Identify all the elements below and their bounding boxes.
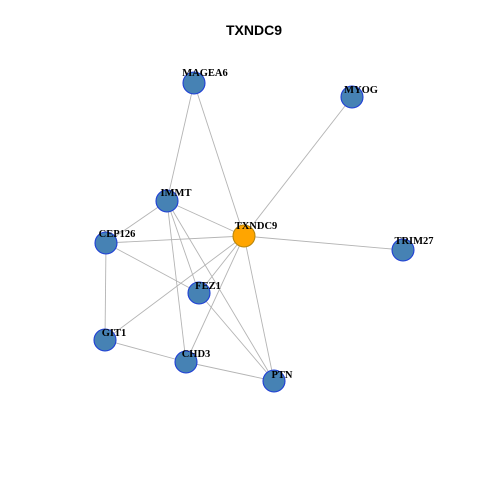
edge-chd3-ptn	[185, 361, 275, 382]
edge-txndc9-magea6	[193, 82, 245, 237]
edge-txndc9-trim27	[243, 235, 404, 251]
edge-immt-chd3	[166, 200, 187, 363]
edge-txndc9-chd3	[185, 235, 245, 363]
node-magea6[interactable]	[182, 71, 206, 95]
edge-cep126-fez1	[105, 242, 200, 294]
edge-git1-chd3	[104, 339, 187, 363]
node-trim27[interactable]	[391, 238, 415, 262]
node-git1[interactable]	[93, 328, 117, 352]
edge-cep126-git1	[104, 242, 107, 341]
edge-txndc9-ptn	[243, 235, 275, 382]
node-cep126[interactable]	[94, 231, 118, 255]
node-ptn[interactable]	[262, 369, 286, 393]
edge-magea6-immt	[166, 82, 195, 202]
node-fez1[interactable]	[187, 281, 211, 305]
edge-fez1-ptn	[198, 292, 275, 382]
node-label-chd3: CHD3	[182, 349, 211, 360]
node-label-git1: GIT1	[102, 328, 127, 339]
node-myog[interactable]	[340, 85, 364, 109]
edge-txndc9-myog	[243, 96, 353, 237]
node-label-myog: MYOG	[344, 85, 378, 96]
node-label-fez1: FEZ1	[195, 281, 221, 292]
edge-txndc9-git1	[104, 235, 245, 341]
edge-txndc9-immt	[166, 200, 245, 237]
edge-txndc9-fez1	[198, 235, 245, 294]
node-label-immt: IMMT	[161, 188, 192, 199]
edge-txndc9-cep126	[105, 235, 245, 244]
node-immt[interactable]	[155, 189, 179, 213]
node-txndc9[interactable]	[232, 224, 256, 248]
node-label-ptn: PTN	[272, 370, 293, 381]
node-label-magea6: MAGEA6	[182, 68, 228, 79]
node-label-trim27: TRIM27	[394, 236, 433, 247]
graph-title: TXNDC9	[226, 22, 282, 38]
edge-immt-ptn	[166, 200, 275, 382]
edge-immt-fez1	[166, 200, 200, 294]
node-label-cep126: CEP126	[99, 229, 136, 240]
edge-layer	[104, 82, 404, 382]
edge-immt-cep126	[105, 200, 168, 244]
node-label-txndc9: TXNDC9	[235, 221, 278, 232]
node-layer	[93, 71, 415, 393]
node-chd3[interactable]	[174, 350, 198, 374]
